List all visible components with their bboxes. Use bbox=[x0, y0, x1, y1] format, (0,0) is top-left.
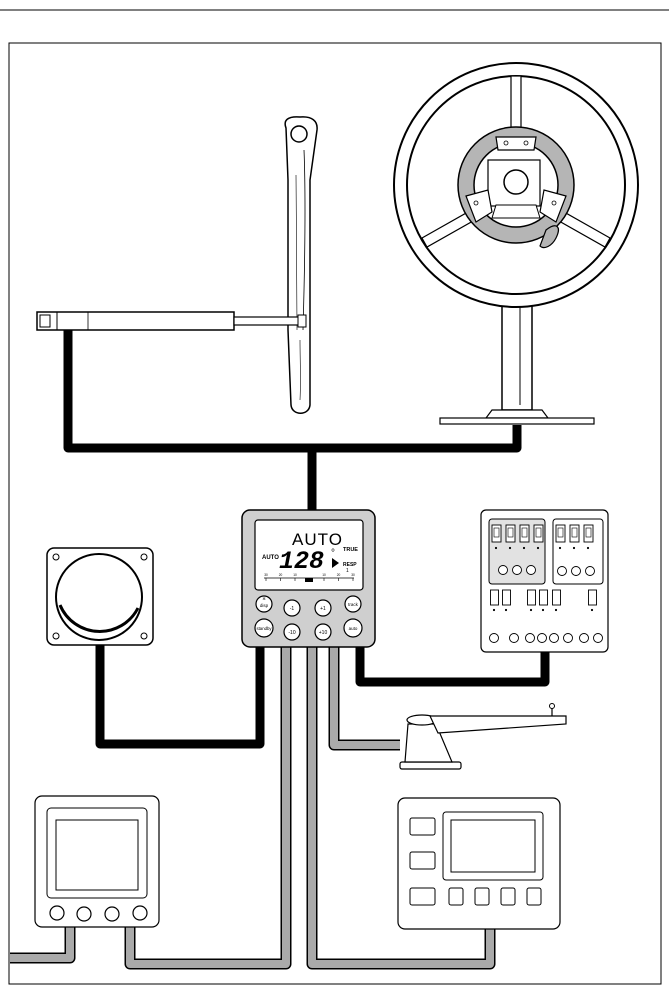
display-mode: AUTO bbox=[292, 530, 343, 549]
fluxgate-compass-icon bbox=[46, 547, 154, 646]
panel-round-button bbox=[585, 566, 595, 576]
disp-button[interactable]: ✲ disp bbox=[255, 595, 273, 613]
auto-button[interactable]: auto bbox=[343, 618, 363, 638]
gray-cable-instrument-left-fill bbox=[10, 925, 74, 962]
gray-cable-wind-vane bbox=[328, 645, 400, 751]
minus-10-button-label: -10 bbox=[288, 630, 295, 636]
led-dot bbox=[586, 546, 590, 550]
panel-round-button bbox=[549, 633, 559, 643]
led-dot bbox=[536, 546, 540, 550]
led-dot bbox=[492, 608, 496, 612]
black-cable-switch-panel bbox=[355, 645, 550, 687]
panel-round-button bbox=[579, 633, 589, 643]
panel-round-button bbox=[489, 633, 499, 643]
cables bbox=[10, 330, 550, 970]
black-cable-compass bbox=[95, 642, 265, 749]
panel-round-button bbox=[498, 565, 508, 575]
rudder-scale-label: 10 bbox=[293, 573, 297, 577]
rocker-switch-face bbox=[535, 527, 542, 538]
diagram-frame bbox=[8, 42, 662, 985]
tiller-icon bbox=[284, 116, 318, 414]
led-dot bbox=[541, 608, 545, 612]
display-true-label: TRUE bbox=[343, 547, 358, 553]
turn-arrow-icon bbox=[332, 558, 339, 568]
wind-transducer-icon bbox=[399, 703, 567, 770]
panel-round-button bbox=[525, 633, 535, 643]
rocker-switch-face bbox=[507, 527, 514, 538]
steering-wheel-icon bbox=[393, 62, 639, 425]
standby-button-label: standby bbox=[256, 626, 272, 631]
display-resp-label: RESP bbox=[343, 562, 357, 568]
navigator-icon bbox=[397, 797, 561, 930]
rocker-switch bbox=[552, 589, 561, 606]
plus-10-button-label: +10 bbox=[319, 630, 328, 636]
led-dot bbox=[494, 546, 498, 550]
minus-1-button[interactable]: -1 bbox=[283, 599, 301, 617]
rocker-switch-face bbox=[493, 527, 500, 538]
linear-drive-icon bbox=[36, 311, 307, 331]
rocker-switch bbox=[490, 589, 499, 606]
led-dot bbox=[522, 546, 526, 550]
gray-cable-navigator-fill bbox=[308, 645, 494, 968]
rocker-switch-face bbox=[571, 527, 578, 538]
track-button-label: track bbox=[348, 602, 359, 607]
rudder-scale-label: 30 bbox=[351, 573, 355, 577]
gray-cable-instrument-left bbox=[10, 925, 76, 964]
panel-round-button bbox=[593, 633, 603, 643]
led-dot bbox=[572, 546, 576, 550]
panel-round-button bbox=[512, 565, 522, 575]
rudder-scale-label: 30 bbox=[264, 573, 268, 577]
rocker-switch bbox=[588, 589, 597, 606]
switch-panel-icon bbox=[480, 509, 609, 653]
standby-button[interactable]: standby bbox=[254, 618, 274, 638]
rocker-switch-face bbox=[521, 527, 528, 538]
rudder-scale-ticks: 30 20 10 10 20 30 bbox=[264, 573, 355, 581]
gray-cable-wind-vane-fill bbox=[330, 645, 400, 749]
plus-1-button[interactable]: +1 bbox=[314, 599, 332, 617]
led-dot bbox=[558, 546, 562, 550]
instrument-display-icon bbox=[34, 795, 160, 928]
rudder-indicator bbox=[305, 578, 313, 582]
panel-round-button bbox=[537, 633, 547, 643]
display-heading: 128 bbox=[279, 547, 324, 576]
black-cable-wheel bbox=[312, 425, 522, 453]
auto-button-label: auto bbox=[349, 626, 358, 631]
plus-1-button-label: +1 bbox=[320, 606, 326, 612]
rocker-switch-face bbox=[557, 527, 564, 538]
rocker-switch bbox=[539, 589, 548, 606]
panel-switches bbox=[489, 524, 603, 643]
track-button[interactable]: track bbox=[344, 595, 362, 613]
black-cable-drive bbox=[63, 330, 317, 510]
led-dot bbox=[554, 608, 558, 612]
rocker-switch-face bbox=[585, 527, 592, 538]
display-mode-small: AUTO bbox=[262, 555, 279, 561]
led-dot bbox=[508, 546, 512, 550]
minus-1-button-label: -1 bbox=[290, 606, 295, 612]
panel-round-button bbox=[557, 566, 567, 576]
plus-10-button[interactable]: +10 bbox=[314, 623, 332, 641]
rocker-switch bbox=[527, 589, 536, 606]
led-dot bbox=[529, 608, 533, 612]
display-degree: ° bbox=[331, 548, 335, 559]
led-dot bbox=[590, 608, 594, 612]
minus-10-button[interactable]: -10 bbox=[283, 623, 301, 641]
display-resp-value: 1 bbox=[346, 568, 349, 574]
panel-round-button bbox=[509, 633, 519, 643]
panel-round-button bbox=[563, 633, 573, 643]
svg-text:✲: ✲ bbox=[262, 596, 266, 601]
rudder-scale-label: 20 bbox=[279, 573, 283, 577]
disp-button-label: disp bbox=[260, 603, 269, 608]
rocker-switch bbox=[502, 589, 511, 606]
panel-round-button bbox=[526, 565, 536, 575]
rudder-scale-label: 10 bbox=[322, 573, 326, 577]
led-dot bbox=[504, 608, 508, 612]
rudder-scale-label: 20 bbox=[337, 573, 341, 577]
panel-round-button bbox=[571, 566, 581, 576]
gray-cable-instrument-right-fill bbox=[126, 645, 290, 968]
